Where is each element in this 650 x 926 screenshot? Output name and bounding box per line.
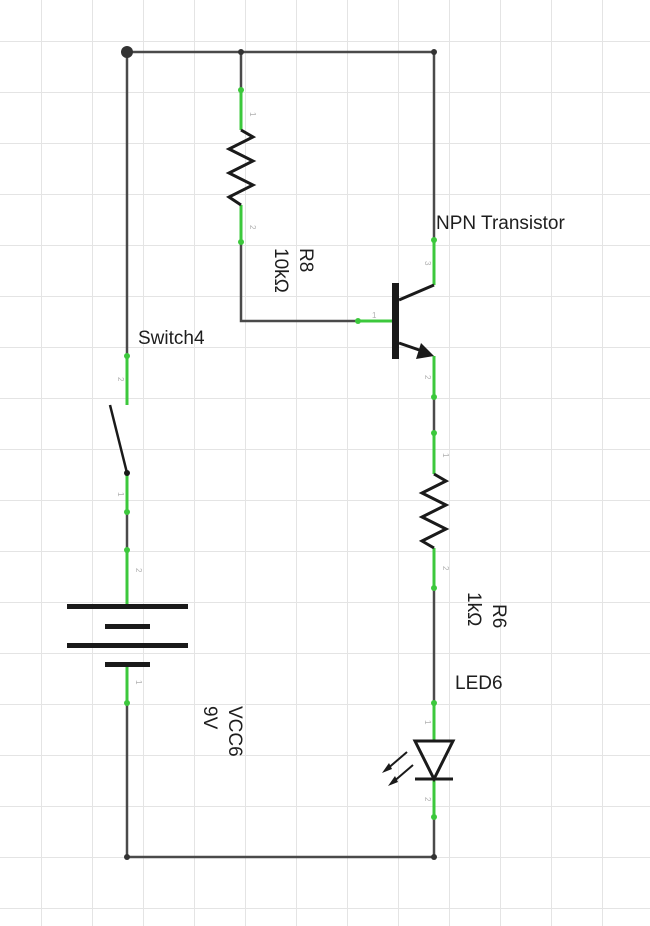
battery-plate-short-1 <box>105 624 150 629</box>
wires <box>121 46 437 860</box>
switch-blade <box>108 404 129 474</box>
r6-pin-1: 1 <box>441 453 450 458</box>
switch-label: Switch4 <box>138 328 205 349</box>
r8-value-label: 10kΩ <box>270 248 291 293</box>
r6-name-label: R6 <box>488 604 509 628</box>
r8-pin-1: 1 <box>248 112 257 117</box>
resistor-r6[interactable]: 1 2 R6 1kΩ <box>418 430 509 628</box>
resistor-r8[interactable]: 1 2 R8 10kΩ <box>225 87 316 293</box>
led-triangle <box>412 739 456 783</box>
battery-pin-top: 2 <box>134 568 143 573</box>
transistor-pin-emitter: 2 <box>423 375 432 380</box>
battery-value-label: 9V <box>199 706 220 730</box>
transistor-collector-line <box>398 283 435 302</box>
battery-name-label: VCC6 <box>224 706 245 757</box>
r8-name-label: R8 <box>295 248 316 272</box>
junction-node <box>121 46 133 58</box>
corner-node-bottom-right <box>431 854 437 860</box>
transistor-emitter-arrow <box>416 343 434 359</box>
r8-pin-2: 2 <box>248 225 257 230</box>
battery-plate-short-2 <box>105 662 150 667</box>
transistor-base-bar <box>392 283 399 359</box>
wire-r8-to-base <box>239 242 358 323</box>
battery-pin-bottom: 1 <box>134 680 143 685</box>
transistor-pin-base: 1 <box>372 311 377 320</box>
r6-value-label: 1kΩ <box>463 592 484 626</box>
switch-pin-top: 2 <box>116 377 125 382</box>
led-light-arrows <box>382 751 414 786</box>
battery-plate-long-1 <box>67 604 188 609</box>
battery-vcc6[interactable]: 2 1 VCC6 9V <box>67 547 245 757</box>
corner-node-r8 <box>238 49 244 55</box>
battery-plate-long-2 <box>67 643 188 648</box>
corner-node-top-right <box>431 49 437 55</box>
led-pin-bottom: 2 <box>423 797 432 802</box>
transistor-pin-collector: 3 <box>423 261 432 266</box>
led-pin-top: 1 <box>423 720 432 725</box>
npn-transistor[interactable]: 1 3 2 NPN Transistor <box>355 213 565 400</box>
transistor-label: NPN Transistor <box>436 213 565 234</box>
led-label: LED6 <box>455 673 503 694</box>
r8-zigzag <box>225 128 257 207</box>
r6-pin-2: 2 <box>441 566 450 571</box>
switch-contact <box>124 470 130 476</box>
led6[interactable]: 1 2 LED6 <box>382 673 503 820</box>
switch-pin-bottom: 1 <box>116 492 125 497</box>
switch4[interactable]: 2 1 Switch4 <box>108 328 205 515</box>
r6-zigzag <box>418 472 450 550</box>
corner-node-bottom-left <box>124 854 130 860</box>
